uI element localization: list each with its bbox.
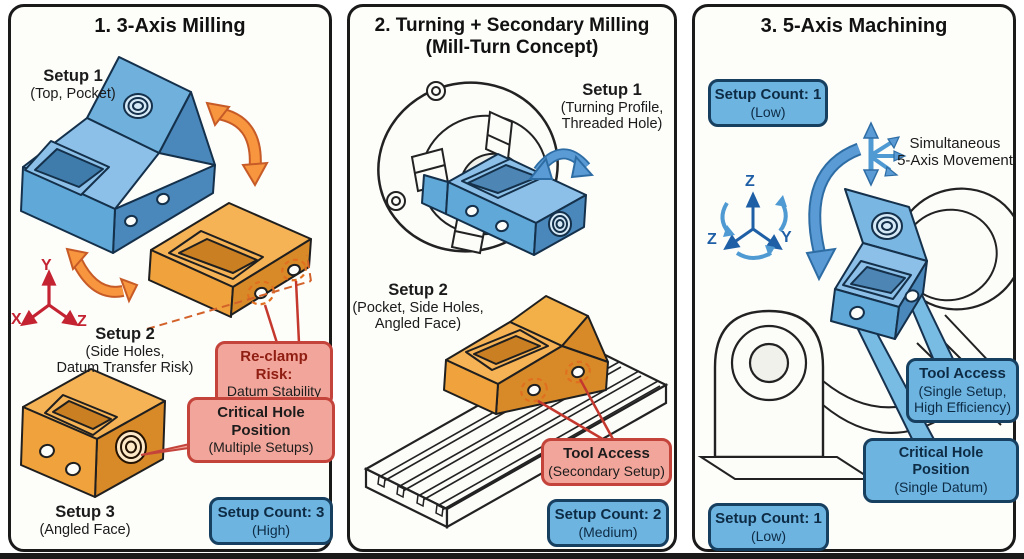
setup-count-badge: Setup Count: 2 (Medium) xyxy=(547,499,669,548)
spindle-rotation-arrow-icon xyxy=(527,148,595,180)
panel-title: 3. 5-Axis Machining xyxy=(760,15,948,37)
blue-part-5axis xyxy=(830,188,928,340)
setup-count-badge-bottom: Setup Count: 1 (Low) xyxy=(708,503,829,552)
setup2-label: Setup 2 (Pocket, Side Holes, Angled Face… xyxy=(352,281,484,333)
orange-part-milling xyxy=(443,295,609,415)
tool-access-callout: Tool Access (Secondary Setup) xyxy=(541,438,672,487)
threaded-hole xyxy=(115,430,147,464)
setup1-label: Setup 1 (Top, Pocket) xyxy=(30,67,116,102)
setup3-label: Setup 3 (Angled Face) xyxy=(39,503,131,538)
setup1-label: Setup 1 (Turning Profile, Threaded Hole) xyxy=(560,81,664,133)
critical-hole-callout: Critical Hole Position (Multiple Setups) xyxy=(187,397,335,463)
panel-title: 1. 3-Axis Milling xyxy=(94,15,246,37)
tool-access-callout: Tool Access (Single Setup, High Efficien… xyxy=(906,358,1019,423)
axis-label-y: Y xyxy=(41,257,52,274)
orange-part-setup3 xyxy=(20,368,166,498)
threaded-hole xyxy=(548,211,572,237)
axis-label-x: X xyxy=(11,311,22,328)
panel3-drawing xyxy=(697,121,1013,480)
panel1-drawing xyxy=(20,56,312,498)
tilt-arrow-icon xyxy=(805,142,862,282)
five-axis-movement-arrows-icon xyxy=(862,121,907,187)
blue-part-setup1 xyxy=(20,56,216,254)
reclamp-risk-callout: Re-clamp Risk: Datum Stability xyxy=(215,341,333,407)
axis-label-z-top: Z xyxy=(745,173,755,190)
reorient-arrow-icon xyxy=(205,101,269,188)
trunnion-fixture-drawing xyxy=(697,187,1013,480)
setup-count-badge: Setup Count: 3 (High) xyxy=(209,497,333,546)
critical-hole-callout: Critical Hole Position (Single Datum) xyxy=(863,438,1019,503)
axis-label-z: Z xyxy=(77,313,87,330)
setup2-label: Setup 2 (Side Holes, Datum Transfer Risk… xyxy=(56,325,194,377)
rotary-axis-icon xyxy=(720,191,788,260)
simultaneous-movement-label: Simultaneous 5-Axis Movement xyxy=(897,135,1013,170)
panel-title: 2. Turning + Secondary Milling (Mill-Tur… xyxy=(374,15,650,58)
axis-label-z-left: Z xyxy=(707,231,717,248)
reclamp-leader-lines xyxy=(263,280,301,344)
setup-count-badge-top: Setup Count: 1 (Low) xyxy=(708,79,828,128)
xyz-axis-icon xyxy=(20,269,79,327)
reorient-arrow-icon xyxy=(65,247,139,304)
tool-access-leader-lines xyxy=(537,378,616,443)
bottom-shadow-bar xyxy=(0,553,1024,559)
panel-3-axis-milling: 1. 3-Axis Milling Setup 1 (Top, Pocket) … xyxy=(8,4,335,552)
datum-shift-dashed-lines xyxy=(146,254,312,330)
panel-5-axis: 3. 5-Axis Machining Setup Count: 1 (Low)… xyxy=(692,4,1019,552)
threaded-hole xyxy=(123,93,153,119)
axis-label-y-right: Y xyxy=(781,229,792,246)
orange-part-setup2 xyxy=(148,202,312,318)
panel-mill-turn: 2. Turning + Secondary Milling (Mill-Tur… xyxy=(347,4,677,552)
threaded-hole xyxy=(871,212,903,240)
